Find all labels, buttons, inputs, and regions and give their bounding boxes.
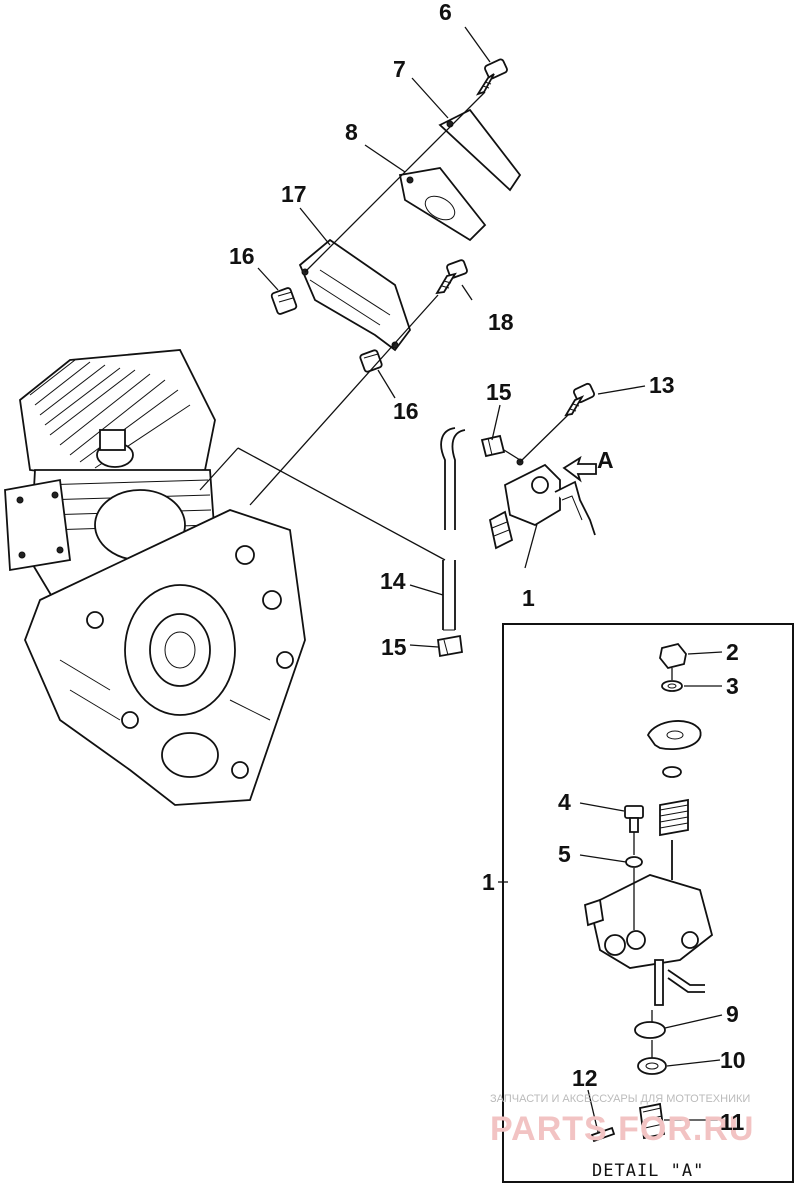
oil-pump-1 bbox=[488, 458, 596, 550]
nut-16-lower bbox=[359, 349, 383, 373]
detail-label: DETAIL "A" bbox=[592, 1161, 704, 1181]
cover-17 bbox=[298, 238, 412, 352]
callout-9: 9 bbox=[726, 1001, 739, 1027]
callout-16-lower: 16 bbox=[393, 398, 419, 424]
callout-17: 17 bbox=[281, 181, 307, 207]
callout-2: 2 bbox=[726, 639, 739, 665]
callout-15-lower: 15 bbox=[381, 634, 407, 660]
plate-8 bbox=[398, 167, 487, 242]
tube-14 bbox=[440, 427, 466, 631]
watermark: ЗАПЧАСТИ И АКСЕССУАРЫ ДЛЯ МОТОТЕХНИКИ PA… bbox=[490, 1093, 754, 1148]
callout-1: 1 bbox=[522, 585, 535, 611]
callout-4: 4 bbox=[558, 789, 571, 815]
callout-5: 5 bbox=[558, 841, 571, 867]
callouts: 6 7 8 17 16 18 16 15 13 A 14 1 15 2 3 4 … bbox=[229, 0, 746, 1135]
callout-14: 14 bbox=[380, 568, 406, 594]
callout-A: A bbox=[597, 447, 614, 473]
bolt-18 bbox=[435, 259, 468, 295]
detail-box bbox=[502, 623, 794, 1183]
callout-12: 12 bbox=[572, 1065, 598, 1091]
clip-15-upper bbox=[480, 434, 506, 458]
callout-15-upper: 15 bbox=[486, 379, 512, 405]
callout-1-detail: 1 bbox=[482, 869, 495, 895]
detail-parts bbox=[498, 642, 723, 1143]
callout-16-upper: 16 bbox=[229, 243, 255, 269]
callout-3: 3 bbox=[726, 673, 739, 699]
clip-15-lower bbox=[437, 634, 463, 658]
callout-6: 6 bbox=[439, 0, 452, 25]
leader-lines bbox=[199, 26, 646, 648]
callout-8: 8 bbox=[345, 119, 358, 145]
gasket-7 bbox=[438, 108, 522, 192]
arrow-A-icon bbox=[562, 455, 597, 483]
engine-block-drawing bbox=[4, 349, 306, 806]
callout-13: 13 bbox=[649, 372, 675, 398]
watermark-line2: PARTS FOR.RU bbox=[490, 1110, 754, 1148]
watermark-line1: ЗАПЧАСТИ И АКСЕССУАРЫ ДЛЯ МОТОТЕХНИКИ bbox=[490, 1093, 750, 1105]
bolt-6 bbox=[475, 58, 508, 96]
callout-18: 18 bbox=[488, 309, 514, 335]
nut-16-upper bbox=[270, 287, 298, 315]
bolt-13 bbox=[564, 382, 596, 417]
callout-10: 10 bbox=[720, 1047, 746, 1073]
callout-7: 7 bbox=[393, 56, 406, 82]
callout-11: 11 bbox=[720, 1109, 745, 1135]
